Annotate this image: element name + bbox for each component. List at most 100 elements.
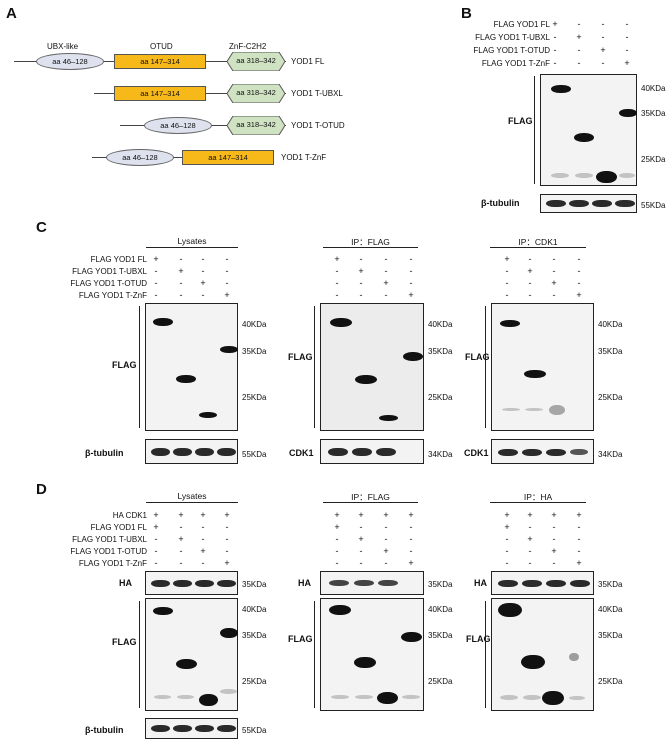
sign: - [505, 266, 509, 276]
sign: - [201, 558, 205, 568]
mw-label: 35KDa [242, 347, 267, 356]
znf-domain: aa 318–342 [226, 83, 286, 104]
column-rule [146, 247, 238, 248]
sign: - [154, 534, 158, 544]
mw-label: 40KDa [598, 320, 623, 329]
column-rule [490, 502, 586, 503]
bracket [139, 601, 140, 708]
cdk1-blot [320, 439, 424, 464]
sign: - [505, 278, 509, 288]
sign: + [552, 19, 558, 29]
sign: + [334, 522, 340, 532]
row-label: FLAG YOD1 FL [90, 255, 147, 264]
otud-domain: aa 147–314 [182, 150, 274, 165]
sign: - [528, 254, 532, 264]
bracket [139, 306, 140, 428]
sign: - [225, 522, 229, 532]
sign: - [505, 534, 509, 544]
column-title: IP：HA [523, 492, 553, 502]
sign: - [601, 19, 605, 29]
mw-label: 25KDa [428, 677, 453, 686]
sign: + [178, 510, 184, 520]
sign: + [576, 558, 582, 568]
sign: - [577, 278, 581, 288]
sign: + [624, 58, 630, 68]
mw-label: 40KDa [428, 605, 453, 614]
ubx-domain: aa 46–128 [106, 149, 174, 166]
row-label: FLAG YOD1 T-ZnF [481, 59, 550, 68]
otud-domain: aa 147–314 [114, 54, 206, 69]
sign: + [576, 32, 582, 42]
sign: - [409, 522, 413, 532]
sign: - [601, 58, 605, 68]
sign: - [528, 546, 532, 556]
sign: - [154, 278, 158, 288]
sign: + [576, 510, 582, 520]
marker-label: β-tubulin [85, 448, 124, 458]
row-label: HA CDK1 [112, 511, 147, 520]
column-title: IP：CDK1 [518, 237, 558, 247]
sign: - [577, 254, 581, 264]
column-rule [490, 247, 586, 248]
mw-label: 35KDa [598, 580, 623, 589]
sign: + [334, 510, 340, 520]
sign: - [225, 546, 229, 556]
column-title: IP：FLAG [351, 492, 390, 502]
sign: + [408, 510, 414, 520]
sign: - [601, 32, 605, 42]
sign: - [359, 522, 363, 532]
construct-tubxl-label: YOD1 T-UBXL [291, 89, 343, 98]
sign: + [551, 546, 557, 556]
sign: - [577, 546, 581, 556]
sign: + [504, 254, 510, 264]
tubulin-blot [145, 439, 238, 464]
sign: - [384, 558, 388, 568]
mw-label: 55KDa [242, 450, 267, 459]
sign: + [224, 510, 230, 520]
sign: + [153, 522, 159, 532]
mw-label: 40KDa [598, 605, 623, 614]
sign: - [179, 546, 183, 556]
bracket [485, 306, 486, 428]
znf-domain: aa 318–342 [226, 51, 286, 72]
row-label: FLAG YOD1 T-OTUD [70, 279, 147, 288]
sign: + [408, 290, 414, 300]
panel-label-a: A [6, 5, 17, 22]
column-rule [323, 502, 418, 503]
mw-label: 40KDa [242, 320, 267, 329]
domain-label-ubx: UBX-like [47, 42, 79, 51]
sign: + [200, 278, 206, 288]
marker-label: FLAG [112, 360, 137, 370]
row-label: FLAG YOD1 T-ZnF [78, 291, 147, 300]
marker-label: HA [119, 578, 132, 588]
ubx-domain: aa 46–128 [144, 117, 212, 134]
sign: - [359, 290, 363, 300]
flag-blot [491, 303, 594, 431]
sign: - [577, 266, 581, 276]
sign: - [335, 290, 339, 300]
sign: - [528, 290, 532, 300]
construct-fl-label: YOD1 FL [291, 57, 325, 66]
sign: - [577, 45, 581, 55]
row-label: FLAG YOD1 T-OTUD [70, 547, 147, 556]
sign: + [153, 510, 159, 520]
sign: + [504, 522, 510, 532]
sign: + [408, 558, 414, 568]
sign: - [359, 546, 363, 556]
row-label: FLAG YOD1 T-UBXL [475, 33, 550, 42]
marker-label: CDK1 [464, 448, 489, 458]
sign: + [551, 278, 557, 288]
marker-label: HA [298, 578, 311, 588]
sign: - [359, 254, 363, 264]
sign: - [201, 266, 205, 276]
bracket [534, 76, 535, 184]
ha-blot [320, 571, 424, 595]
domain-label-znf: ZnF-C2H2 [229, 42, 267, 51]
sign: - [201, 522, 205, 532]
sign: - [552, 254, 556, 264]
column-rule [146, 502, 238, 503]
mw-label: 25KDa [598, 393, 623, 402]
marker-label: FLAG [466, 634, 491, 644]
mw-label: 35KDa [242, 631, 267, 640]
sign: + [527, 266, 533, 276]
